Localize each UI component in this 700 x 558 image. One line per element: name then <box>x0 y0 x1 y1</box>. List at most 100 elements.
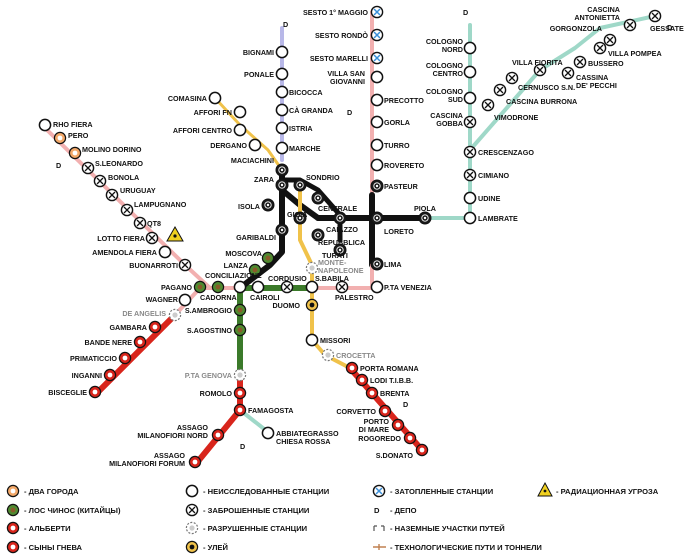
station-cadorna[interactable] <box>233 280 247 294</box>
station-cascina-antonietta[interactable] <box>603 33 617 47</box>
station-affori-fn[interactable] <box>233 105 247 119</box>
station-turro[interactable] <box>370 138 384 152</box>
station-wagner[interactable] <box>178 293 192 307</box>
station-centrale[interactable] <box>311 191 325 205</box>
svg-text:UDINE: UDINE <box>478 194 501 203</box>
station-cascina-gobba[interactable] <box>463 115 477 129</box>
station-piola[interactable] <box>418 211 432 225</box>
station-sondrio[interactable] <box>293 178 307 192</box>
station-conciliazione[interactable] <box>211 280 225 294</box>
station-cordusio[interactable] <box>280 280 294 294</box>
station-dergano[interactable] <box>248 138 262 152</box>
station-romolo[interactable] <box>233 386 247 400</box>
svg-text:CENTRO: CENTRO <box>433 69 464 78</box>
station-istria[interactable] <box>275 121 289 135</box>
station-crescenzago[interactable] <box>463 145 477 159</box>
station-porta-romana[interactable] <box>345 361 359 375</box>
station-brenta[interactable] <box>365 386 379 400</box>
svg-text:RHO FIERA: RHO FIERA <box>53 120 93 129</box>
station-cascina-burrona[interactable] <box>493 83 507 97</box>
station-lambrate[interactable] <box>463 211 477 225</box>
station-assago-forum[interactable] <box>188 455 202 469</box>
station-buonarroti[interactable] <box>178 258 192 272</box>
station-lampugnano[interactable] <box>120 203 134 217</box>
station-gorgonzola[interactable] <box>623 18 637 32</box>
station-villa-pompea[interactable] <box>593 41 607 55</box>
station-bicocca[interactable] <box>275 85 289 99</box>
depot-label: D <box>240 442 245 451</box>
station-sesto-1-maggio[interactable] <box>370 5 384 19</box>
depot-label: D <box>667 23 672 32</box>
station-ponale[interactable] <box>275 67 289 81</box>
station-rovereto[interactable] <box>370 158 384 172</box>
station-precotto[interactable] <box>370 93 384 107</box>
station-cologno-sud[interactable] <box>463 91 477 105</box>
station-caiazzo[interactable] <box>333 211 347 225</box>
station-sambrogio[interactable] <box>233 303 247 317</box>
station-rho-fiera[interactable] <box>38 118 52 132</box>
station-bignami[interactable] <box>275 45 289 59</box>
station-loreto[interactable] <box>370 211 384 225</box>
station-comasina[interactable] <box>208 91 222 105</box>
station-corvetto[interactable] <box>378 404 392 418</box>
station-cologno-nord[interactable] <box>463 41 477 55</box>
station-pta-venezia[interactable] <box>370 280 384 294</box>
station-palestro[interactable] <box>335 280 349 294</box>
station-sagostino[interactable] <box>233 323 247 337</box>
station-primaticcio[interactable] <box>118 351 132 365</box>
station-sesto-marelli[interactable] <box>370 51 384 65</box>
station-villa-san-giovanni[interactable] <box>370 70 384 84</box>
station-rogoredo[interactable] <box>403 431 417 445</box>
station-pagano[interactable] <box>193 280 207 294</box>
station-assago-nord[interactable] <box>211 428 225 442</box>
station-garibaldi[interactable] <box>275 223 289 237</box>
station-porto-di-mare[interactable] <box>391 418 405 432</box>
station-affori-centro[interactable] <box>233 123 247 137</box>
svg-text:LIMA: LIMA <box>384 260 402 269</box>
station-sdonato[interactable] <box>415 443 429 457</box>
station-ca-granda[interactable] <box>275 103 289 117</box>
station-bussero[interactable] <box>573 55 587 69</box>
station-udine[interactable] <box>463 191 477 205</box>
station-crocetta[interactable] <box>321 348 335 362</box>
station-cimiano[interactable] <box>463 168 477 182</box>
radiation-hazard-icon <box>166 225 184 242</box>
station-sesto-rondo[interactable] <box>370 28 384 42</box>
station-pasteur[interactable] <box>370 179 384 193</box>
station-missori[interactable] <box>305 333 319 347</box>
station-abbiategrasso[interactable] <box>261 426 275 440</box>
station-duomo[interactable] <box>305 298 319 312</box>
station-uruguay[interactable] <box>105 188 119 202</box>
station-marche[interactable] <box>275 141 289 155</box>
station-bisceglie[interactable] <box>88 385 102 399</box>
station-cernusco[interactable] <box>505 71 519 85</box>
svg-text:LODI T.I.B.B.: LODI T.I.B.B. <box>370 376 413 385</box>
station-sbabila[interactable] <box>305 280 319 294</box>
station-cascina-pecchi[interactable] <box>561 66 575 80</box>
station-inganni[interactable] <box>103 368 117 382</box>
station-lotto-fiera[interactable] <box>145 231 159 245</box>
station-molino-dorino[interactable] <box>68 146 82 160</box>
station-maciachini[interactable] <box>275 163 289 177</box>
station-qt8[interactable] <box>133 216 147 230</box>
station-moscova[interactable] <box>261 251 275 265</box>
station-bande-nere[interactable] <box>133 335 147 349</box>
station-amendola-fiera[interactable] <box>158 245 172 259</box>
station-cologno-centro[interactable] <box>463 65 477 79</box>
station-de-angelis[interactable] <box>168 308 182 322</box>
station-gessate[interactable] <box>648 9 662 23</box>
station-gorla[interactable] <box>370 115 384 129</box>
station-bonola[interactable] <box>93 174 107 188</box>
station-gambara[interactable] <box>148 320 162 334</box>
station-cairoli[interactable] <box>251 280 265 294</box>
station-vimodrone[interactable] <box>481 98 495 112</box>
station-famagosta[interactable] <box>233 403 247 417</box>
station-lodi-tibb[interactable] <box>355 373 369 387</box>
station-pero[interactable] <box>53 131 67 145</box>
station-zara[interactable] <box>275 178 289 192</box>
station-lima[interactable] <box>370 257 384 271</box>
station-pta-genova[interactable] <box>233 368 247 382</box>
station-monte-napoleone[interactable] <box>305 261 319 275</box>
station-isola[interactable] <box>261 198 275 212</box>
station-sleonardo[interactable] <box>81 161 95 175</box>
